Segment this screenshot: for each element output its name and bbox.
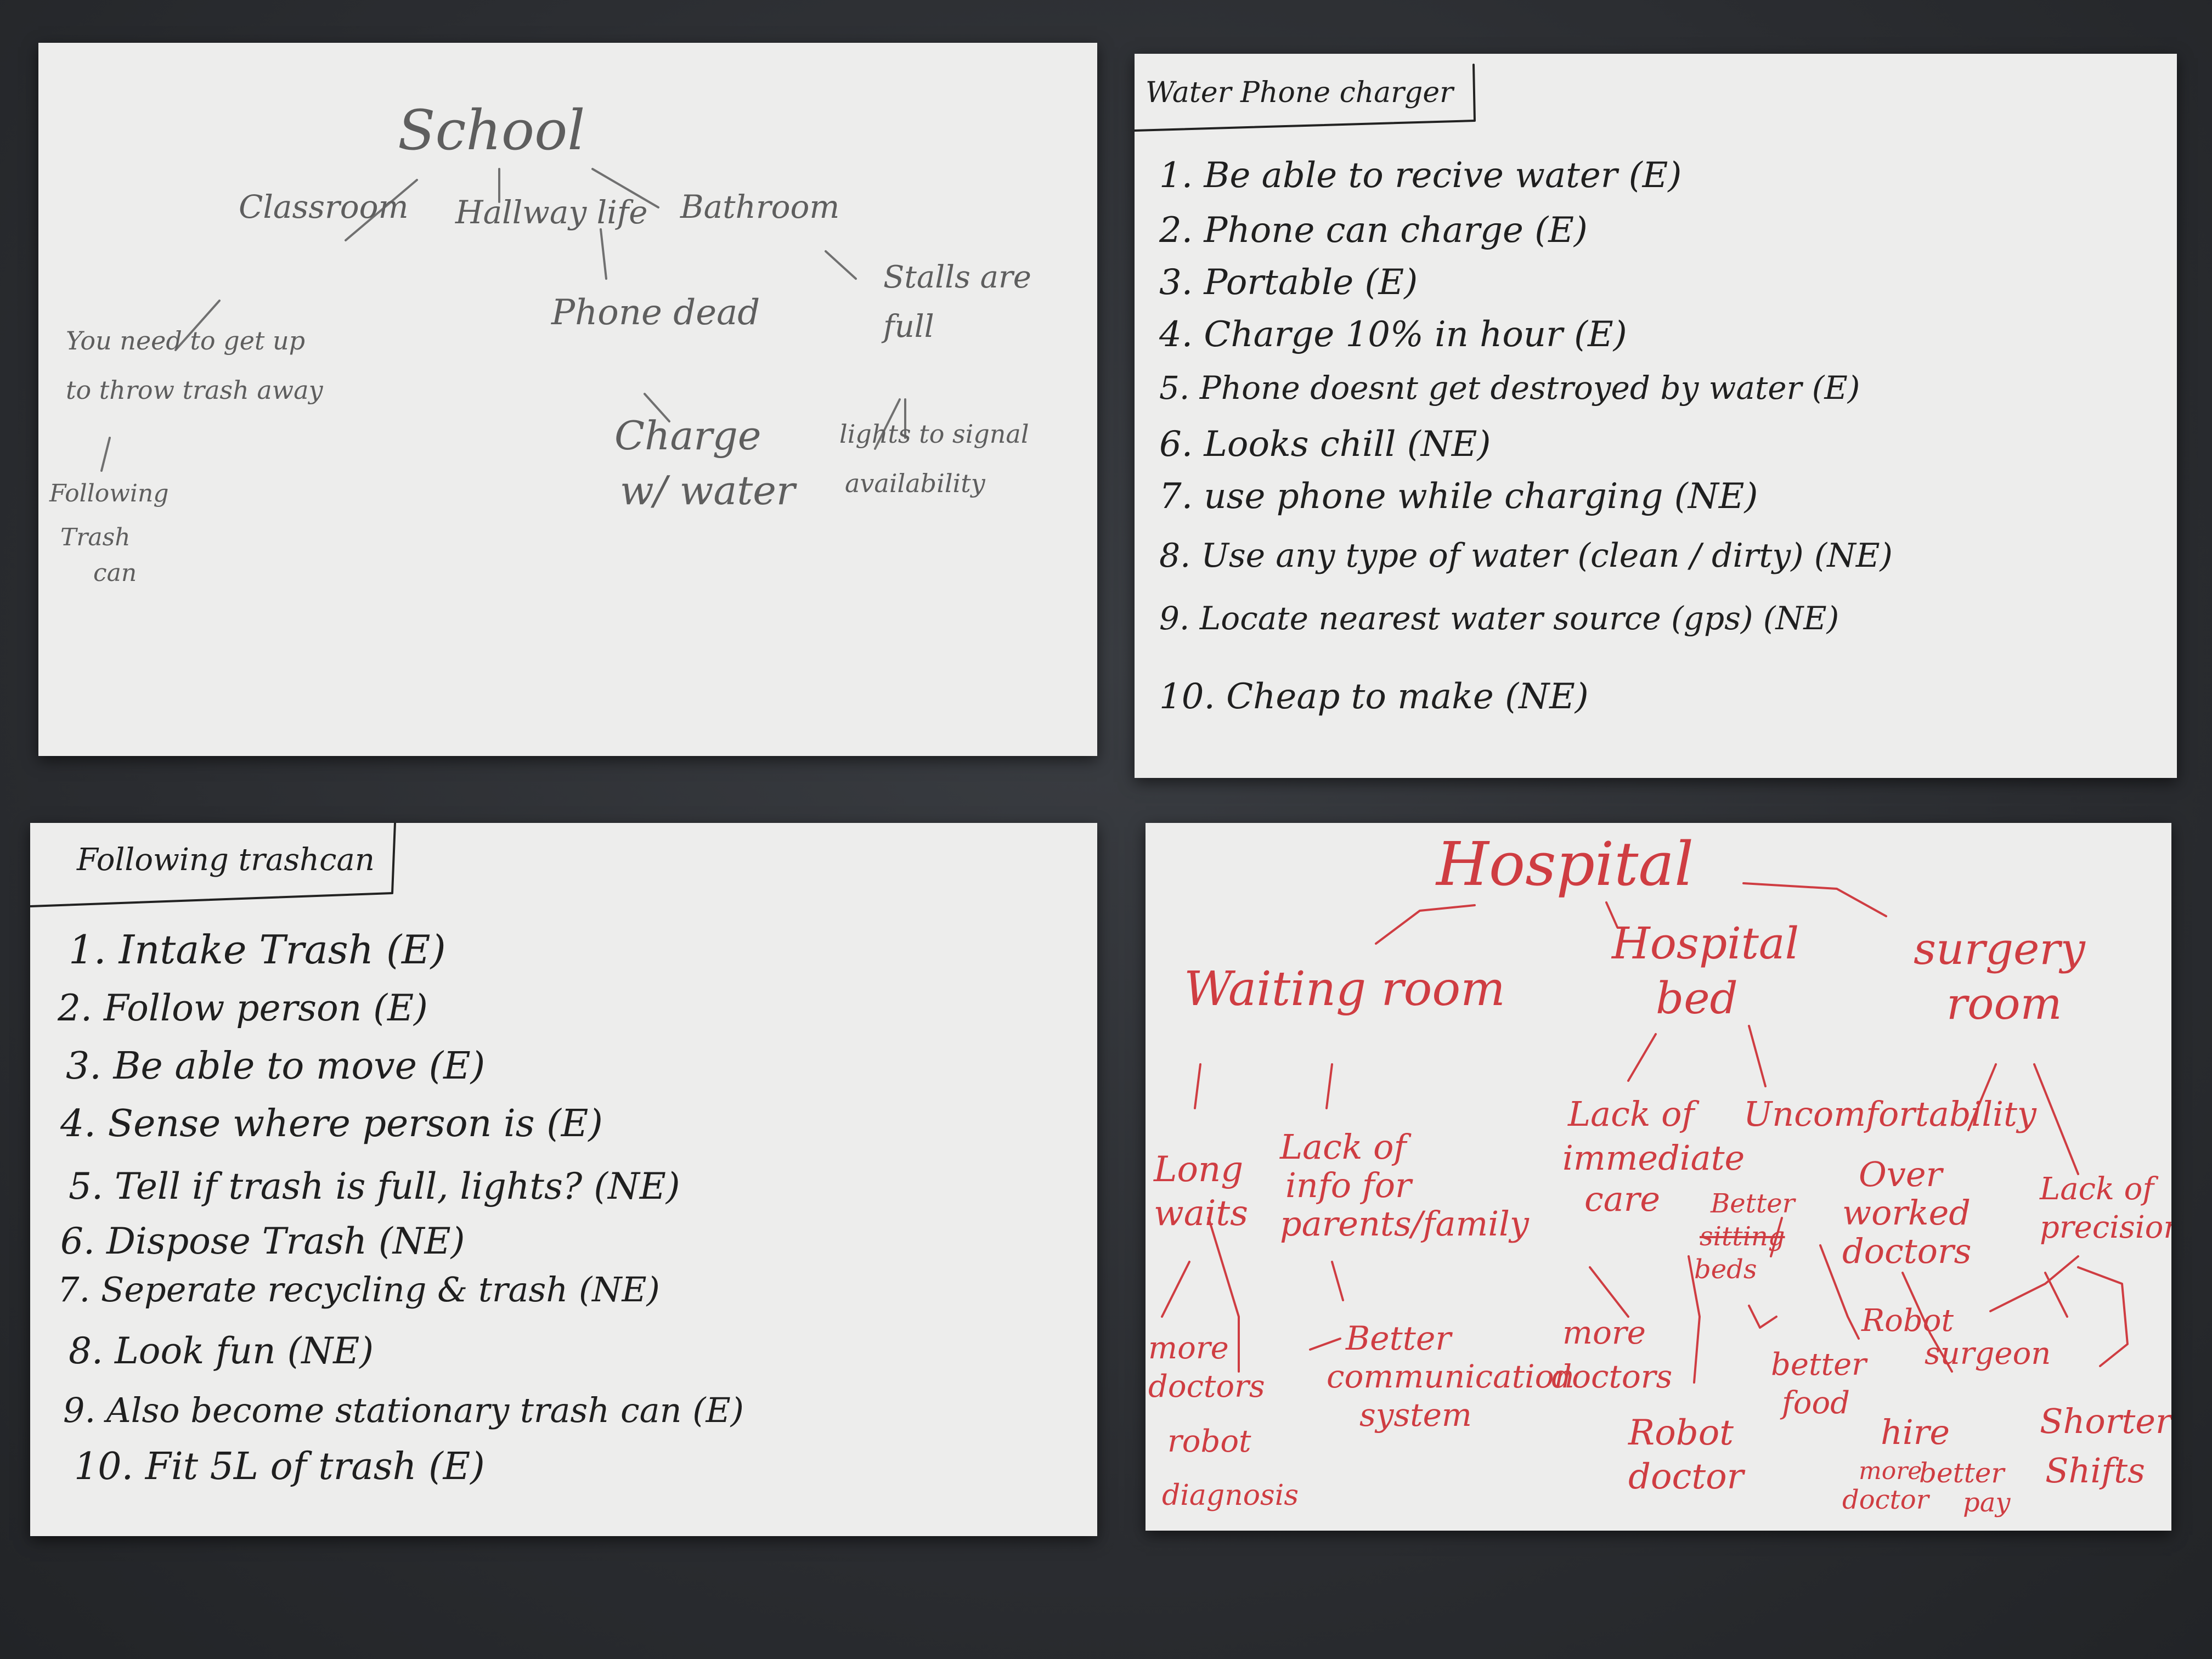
requirement-item: 9. Locate nearest water source (gps) (NE… bbox=[1159, 600, 1839, 637]
better-pay-line1: better bbox=[1919, 1457, 2005, 1489]
better-pay-line2: pay bbox=[1963, 1487, 2011, 1518]
requirement-item: 6. Dispose Trash (NE) bbox=[60, 1220, 465, 1262]
long-waits-line1: Long bbox=[1154, 1149, 1244, 1190]
requirement-item: 1. Be able to recive water (E) bbox=[1159, 155, 1682, 196]
better-beds-line1: Better bbox=[1711, 1188, 1795, 1219]
lack-of-care-line2: immediate bbox=[1562, 1138, 1745, 1178]
hire-more-doctor-line2: more bbox=[1859, 1457, 1922, 1485]
stalls-label-line2: full bbox=[883, 309, 934, 345]
more-doctors-waiting-line2: doctors bbox=[1148, 1369, 1265, 1404]
robot-doctor-line2: doctor bbox=[1628, 1457, 1744, 1497]
better-food-line2: food bbox=[1782, 1385, 1850, 1421]
more-doctors-bed-line2: doctors bbox=[1551, 1358, 1673, 1395]
phone-dead-label: Phone dead bbox=[551, 292, 760, 333]
bathroom-label: Bathroom bbox=[680, 188, 840, 225]
overworked-line2: worked bbox=[1842, 1193, 1971, 1233]
charge-label-line1: Charge bbox=[614, 413, 761, 459]
requirement-item: 2. Follow person (E) bbox=[58, 987, 428, 1029]
hospital-title: Hospital bbox=[1436, 829, 1694, 899]
hospital-mindmap-sheet: Hospital Waiting room Hospital bed surge… bbox=[1146, 823, 2171, 1531]
robot-diagnosis-line1: robot bbox=[1167, 1424, 1251, 1459]
robot-surgeon-line1: Robot bbox=[1861, 1303, 1954, 1339]
better-food-line1: better bbox=[1771, 1347, 1866, 1383]
lack-of-info-line2: info for bbox=[1285, 1165, 1412, 1205]
following-label-line3: can bbox=[93, 559, 137, 587]
more-doctors-bed-line1: more bbox=[1562, 1314, 1646, 1351]
better-beds-line2: sitting bbox=[1700, 1221, 1785, 1252]
better-beds-line3: beds bbox=[1694, 1254, 1757, 1285]
requirement-item: 8. Look fun (NE) bbox=[69, 1330, 374, 1372]
hospital-bed-label-line1: Hospital bbox=[1612, 918, 1799, 969]
surgery-room-label-line1: surgery bbox=[1914, 923, 2085, 974]
surgery-room-label-line2: room bbox=[1946, 978, 2062, 1029]
trashcan-title: Following trashcan bbox=[77, 842, 375, 878]
requirement-item: 1. Intake Trash (E) bbox=[69, 927, 446, 973]
lack-of-precision-line1: Lack of bbox=[2040, 1171, 2154, 1207]
stalls-label-line1: Stalls are bbox=[883, 259, 1031, 295]
requirement-item: 8. Use any type of water (clean / dirty)… bbox=[1159, 537, 1893, 575]
lights-label-line2: availability bbox=[845, 469, 985, 498]
long-waits-line2: waits bbox=[1154, 1193, 1248, 1234]
requirement-item: 4. Charge 10% in hour (E) bbox=[1159, 314, 1627, 355]
better-communication-line2: communication bbox=[1327, 1358, 1575, 1395]
hospital-connector-lines bbox=[1161, 882, 2129, 1384]
waiting-room-label: Waiting room bbox=[1184, 962, 1505, 1017]
requirement-item: 3. Portable (E) bbox=[1159, 262, 1418, 303]
lack-of-info-line3: parents/family bbox=[1280, 1204, 1529, 1244]
following-label-line1: Following bbox=[49, 479, 169, 507]
classroom-problem-line1: You need to get up bbox=[66, 326, 306, 356]
requirement-item: 5. Phone doesnt get destroyed by water (… bbox=[1159, 369, 1860, 407]
more-doctors-waiting-line1: more bbox=[1148, 1330, 1229, 1366]
school-mindmap-sheet: School Classroom Hallway life Bathroom Y… bbox=[38, 43, 1097, 756]
robot-doctor-line1: Robot bbox=[1628, 1413, 1734, 1453]
requirement-item: 2. Phone can charge (E) bbox=[1159, 210, 1588, 251]
better-communication-line3: system bbox=[1359, 1396, 1472, 1434]
charge-label-line2: w/ water bbox=[620, 467, 795, 514]
water-charger-sheet: Water Phone charger 1. Be able to recive… bbox=[1135, 54, 2177, 778]
requirement-item: 4. Sense where person is (E) bbox=[60, 1102, 603, 1146]
shorter-shifts-line2: Shifts bbox=[2045, 1451, 2145, 1491]
better-communication-line1: Better bbox=[1346, 1319, 1452, 1358]
requirement-item: 5. Tell if trash is full, lights? (NE) bbox=[69, 1165, 680, 1207]
following-label-line2: Trash bbox=[60, 523, 131, 551]
requirement-item: 7. use phone while charging (NE) bbox=[1159, 476, 1758, 517]
lack-of-care-line3: care bbox=[1584, 1179, 1661, 1219]
trashcan-title-box bbox=[30, 823, 396, 907]
water-charger-title: Water Phone charger bbox=[1146, 76, 1453, 109]
classroom-label: Classroom bbox=[239, 188, 409, 225]
hire-more-doctor-line3: doctor bbox=[1842, 1485, 1929, 1515]
lack-of-precision-line2: precision bbox=[2040, 1210, 2171, 1245]
classroom-problem-line2: to throw trash away bbox=[66, 375, 323, 405]
shorter-shifts-line1: Shorter bbox=[2040, 1401, 2171, 1441]
requirement-item: 10. Fit 5L of trash (E) bbox=[74, 1445, 485, 1488]
school-connector-lines bbox=[100, 168, 906, 472]
requirement-item: 7. Seperate recycling & trash (NE) bbox=[58, 1269, 660, 1310]
uncomfortability-label: Uncomfortability bbox=[1743, 1094, 2036, 1134]
lack-of-info-line1: Lack of bbox=[1280, 1127, 1407, 1167]
school-title: School bbox=[398, 98, 585, 162]
requirement-item: 3. Be able to move (E) bbox=[66, 1045, 486, 1088]
requirement-item: 9. Also become stationary trash can (E) bbox=[63, 1390, 744, 1430]
robot-diagnosis-line2: diagnosis bbox=[1162, 1479, 1299, 1512]
trashcan-sheet: Following trashcan 1. Intake Trash (E) 2… bbox=[30, 823, 1097, 1536]
lack-of-care-line1: Lack of bbox=[1568, 1094, 1695, 1134]
requirement-item: 10. Cheap to make (NE) bbox=[1159, 676, 1589, 717]
robot-surgeon-line2: surgeon bbox=[1925, 1336, 2051, 1372]
hire-more-doctor-line1: hire bbox=[1881, 1412, 1950, 1452]
lights-label-line1: lights to signal bbox=[839, 419, 1029, 449]
overworked-line3: doctors bbox=[1842, 1231, 1972, 1271]
hallway-label: Hallway life bbox=[455, 194, 648, 231]
hospital-bed-label-line2: bed bbox=[1656, 973, 1738, 1024]
requirement-item: 6. Looks chill (NE) bbox=[1159, 424, 1491, 465]
water-charger-title-box bbox=[1135, 64, 1476, 132]
overworked-line1: Over bbox=[1859, 1154, 1943, 1194]
